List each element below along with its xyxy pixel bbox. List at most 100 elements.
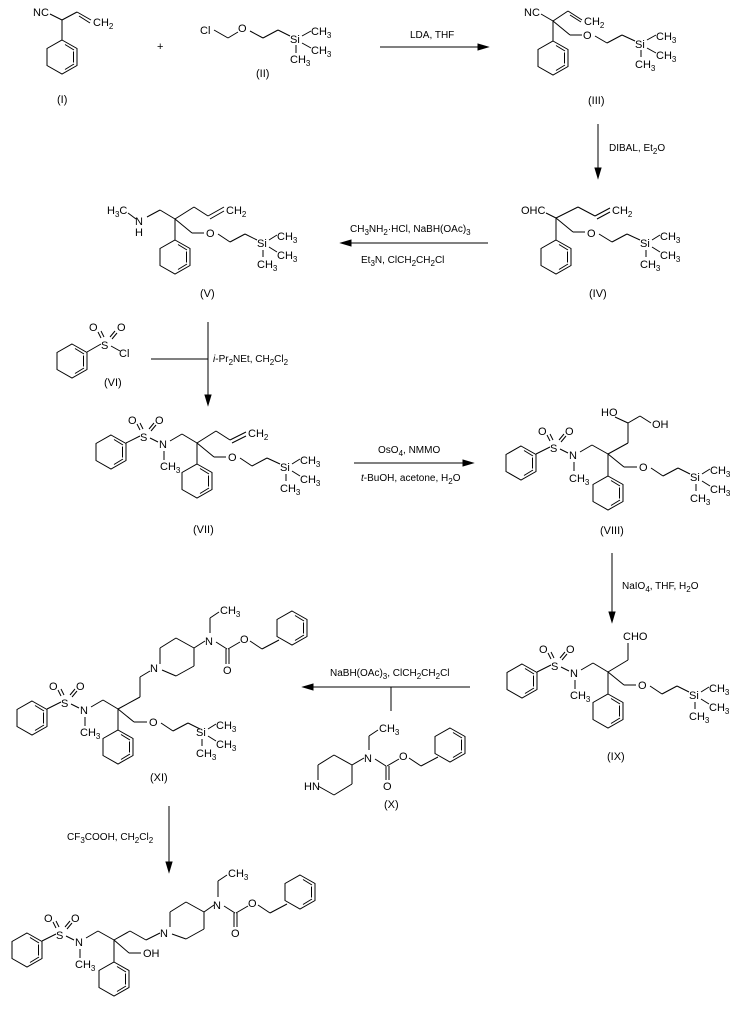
phenyl-ring (102, 729, 134, 765)
compound-label-VI: (VI) (104, 377, 122, 389)
ether-oxygen: O (587, 228, 596, 240)
compound-label-IX: (IX) (607, 751, 625, 763)
compound-X: HN N CH3 O O (X) (304, 723, 466, 811)
carbonyl-oxygen: O (231, 928, 240, 940)
n-methyl-group: CH3 (570, 690, 591, 704)
reagent-label: CF3COOH, CH2Cl2 (67, 832, 154, 845)
n-methyl-group: CH3 (160, 461, 181, 475)
methyl-group: CH3 (216, 720, 237, 734)
hydroxyl-group: HO (601, 407, 618, 419)
phenyl-ring (592, 693, 624, 729)
sulfur-atom: S (56, 930, 63, 942)
sulfur-atom: S (101, 340, 108, 352)
ester-oxygen: O (240, 634, 249, 646)
silicon-atom: Si (690, 472, 700, 484)
phenyl-ring (540, 239, 572, 275)
reaction-arrow-step3: CH3NH2·HCl, NaBH(OAc)3 Et3N, ClCH2CH2Cl (339, 224, 488, 268)
sulfonamide-nitrogen: N (75, 937, 83, 949)
phenyl-ring (46, 39, 78, 75)
reagent-label: Et3N, ClCH2CH2Cl (361, 255, 444, 268)
carbonyl-oxygen: O (383, 781, 392, 793)
compound-VI: S O O Cl (VI) (56, 322, 129, 389)
silicon-atom: Si (280, 462, 290, 474)
carbamate-nitrogen: N (205, 636, 213, 648)
methyl-group: CH3 (656, 31, 677, 45)
vinyl-ch2: CH2 (248, 428, 269, 442)
methyl-group: CH3 (196, 748, 217, 762)
sulfonyl-oxygen: O (565, 426, 574, 438)
methyl-group: CH3 (709, 702, 730, 716)
reagent-label: NaBH(OAc)3, ClCH2CH2Cl (330, 668, 450, 681)
methyl-group: CH3 (640, 259, 661, 273)
carbamate-nitrogen: N (364, 753, 372, 765)
reagent-label: i-Pr2NEt, CH2Cl2 (213, 354, 289, 367)
piperidine-nh: HN (304, 781, 320, 793)
compound-VIII: S O O N CH3 HO OH O Si CH3 CH3 CH3 (V (505, 407, 731, 537)
vinyl-ch2: CH2 (612, 205, 633, 219)
compound-V: H3C N H CH2 O Si CH3 CH3 CH3 (V) (107, 205, 298, 300)
sulfonyl-oxygen: O (71, 913, 80, 925)
sulfonamide-nitrogen: N (159, 439, 167, 451)
aldehyde-group: CHO (623, 631, 648, 643)
piperidine-nitrogen: N (160, 928, 168, 940)
sulfonyl-oxygen: O (539, 644, 548, 656)
phenyl-ring (159, 239, 191, 275)
sulfonyl-oxygen: O (155, 415, 164, 427)
nitrile-group: NC (524, 7, 540, 19)
phenyl-ring (537, 40, 569, 76)
methyl-group: CH3 (690, 493, 711, 507)
compound-VII: S O O N CH3 CH2 O Si CH3 CH3 CH3 (VII) (95, 415, 321, 536)
silicon-atom: Si (196, 727, 206, 739)
reaction-arrow-step2: DIBAL, Et2O (594, 124, 665, 180)
compound-label-III: (III) (588, 95, 605, 107)
methyl-group: CH3 (277, 231, 298, 245)
phenyl-ring (276, 610, 308, 646)
ester-oxygen: O (248, 898, 257, 910)
compound-label-II: (II) (256, 68, 269, 80)
sulfonyl-oxygen: O (89, 322, 98, 334)
hydroxyl-group: OH (143, 948, 160, 960)
sulfonyl-oxygen: O (44, 913, 53, 925)
ester-oxygen: O (399, 751, 408, 763)
silicon-atom: Si (257, 238, 267, 250)
methyl-group: CH3 (709, 683, 730, 697)
carbamate-nitrogen: N (213, 900, 221, 912)
ether-oxygen: O (639, 462, 648, 474)
reagent-label: CH3NH2·HCl, NaBH(OAc)3 (350, 224, 471, 237)
aldehyde-group: OHC (521, 205, 546, 217)
chlorine-atom: Cl (200, 25, 210, 37)
sulfur-atom: S (140, 432, 147, 444)
compound-IV: OHC CH2 O Si CH3 CH3 CH3 (IV) (521, 205, 681, 300)
vinyl-ch2: CH2 (226, 205, 247, 219)
methyl-group: CH3 (216, 739, 237, 753)
methyl-group: H3C (107, 205, 127, 219)
sulfonyl-oxygen: O (117, 322, 126, 334)
sulfonamide-nitrogen: N (569, 450, 577, 462)
compound-IX: S O O N CH3 CHO O Si CH3 CH3 CH3 (IX) (506, 631, 730, 763)
compound-label-IV: (IV) (589, 288, 607, 300)
methyl-group: CH3 (290, 54, 311, 68)
ether-oxygen: O (228, 452, 237, 464)
compound-label-VIII: (VIII) (600, 525, 624, 537)
phenyl-ring (506, 663, 538, 699)
compound-label-V: (V) (200, 288, 215, 300)
reagent-label: t-BuOH, acetone, H2O (361, 473, 461, 486)
reagent-label: OsO4, NMMO (378, 445, 440, 458)
amine-nitrogen: N (135, 216, 143, 228)
compound-II: Cl O Si CH3 CH3 CH3 (II) (200, 23, 332, 80)
ether-oxygen: O (583, 30, 592, 42)
silicon-atom: Si (689, 690, 699, 702)
sulfur-atom: S (61, 698, 68, 710)
reaction-arrow-step8: CF3COOH, CH2Cl2 (67, 806, 173, 874)
phenyl-ring (95, 434, 127, 470)
reaction-arrow-step5: OsO4, NMMO t-BuOH, acetone, H2O (354, 445, 475, 486)
reaction-arrow-step6: NaIO4, THF, H2O (608, 553, 699, 624)
phenyl-ring (505, 445, 537, 481)
compound-label-XI: (XI) (150, 772, 168, 784)
ethyl-ch3: CH3 (379, 723, 400, 737)
plus-sign: + (157, 41, 163, 53)
n-methyl-group: CH3 (80, 727, 101, 741)
reagent-label: LDA, THF (410, 30, 454, 41)
methyl-group: CH3 (660, 250, 681, 264)
